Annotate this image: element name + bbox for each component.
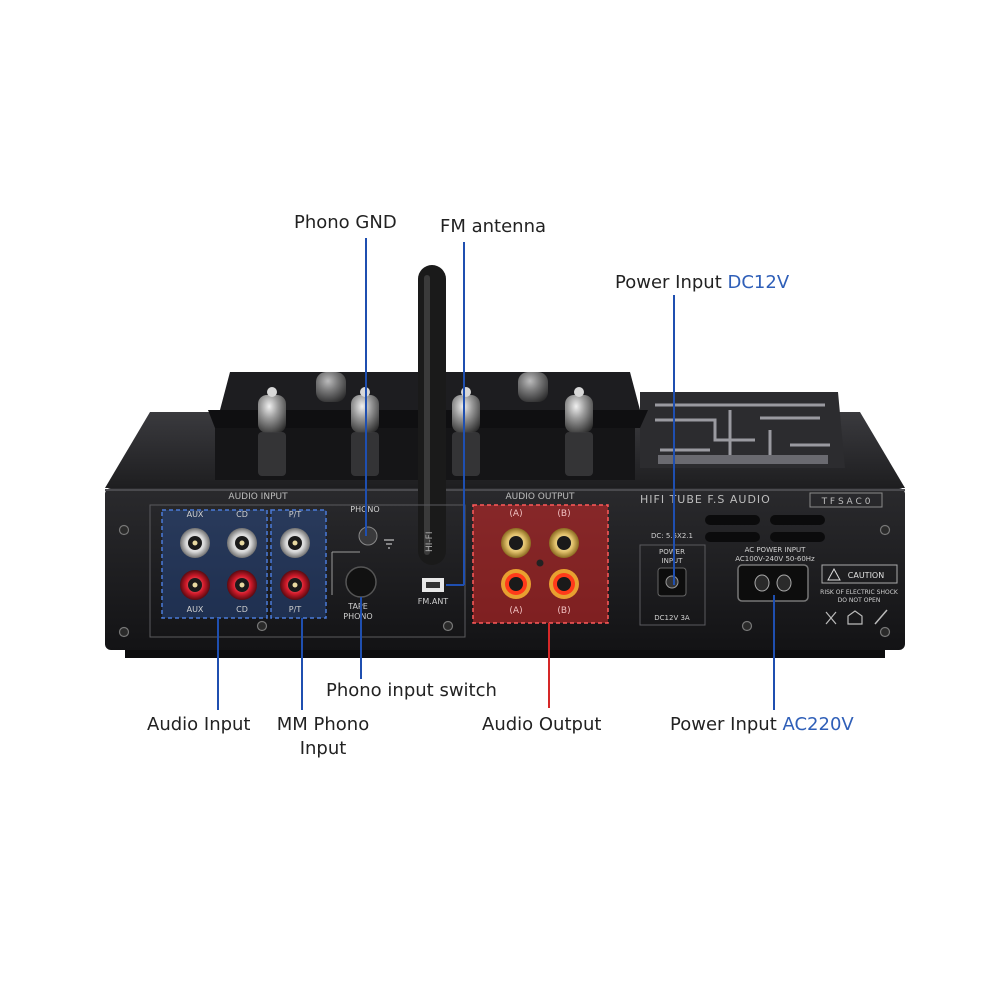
ac-spec-label: AC100V-240V 50-60Hz <box>735 555 815 563</box>
rca-out-b-bottom <box>549 569 579 599</box>
power-input-label-1: POWER <box>659 548 685 556</box>
vents <box>705 515 825 542</box>
audio-input-title: AUDIO INPUT <box>228 492 288 502</box>
rca-cd-left <box>227 528 257 558</box>
audio-input-block: AUDIO INPUT AUX CD P/T AUX CD P/T PHONO … <box>149 492 466 638</box>
antenna-label: HI-FI <box>425 531 435 552</box>
callout-power-ac-text: Power Input <box>670 714 783 735</box>
tape-label: TAPE <box>347 602 368 611</box>
leader-lines <box>217 238 775 710</box>
callout-power-dc-accent: DC12V <box>727 272 790 293</box>
callout-power-ac-accent: AC220V <box>782 714 854 735</box>
callout-audio-input: Audio Input <box>147 714 251 735</box>
model-text: T F S A C 0 <box>821 497 871 507</box>
audio-output-title: AUDIO OUTPUT <box>506 492 575 502</box>
rca-cd-right <box>227 570 257 600</box>
rca-out-a-bottom <box>501 569 531 599</box>
callout-mm-phono-line2: Input <box>299 738 347 759</box>
callout-mm-phono-line1: MM Phono <box>276 714 370 735</box>
fm-antenna-jack: FM.ANT <box>418 578 449 606</box>
rca-out-b-top <box>549 528 579 558</box>
cd-bottom-label: CD <box>236 605 248 614</box>
ac-power-block: AC POWER INPUT AC100V-240V 50-60Hz <box>735 546 815 602</box>
callout-phono-switch: Phono input switch <box>326 680 497 701</box>
dc-spec-label: DC: 5.5X2.1 <box>651 532 693 540</box>
phono-gnd-post <box>358 526 378 546</box>
rca-out-a-top <box>501 528 531 558</box>
pt-bottom-label: P/T <box>289 605 302 614</box>
warning-line-2: DO NOT OPEN <box>838 597 881 604</box>
callout-power-dc-text: Power Input <box>615 272 728 293</box>
cd-top-label: CD <box>236 510 248 519</box>
callout-phono-gnd: Phono GND <box>294 212 397 233</box>
rca-aux-right <box>180 570 210 600</box>
panel-screws <box>118 524 891 638</box>
out-b-top-label: (B) <box>557 509 570 519</box>
audio-input-highlight <box>161 509 268 619</box>
callout-power-ac: Power Input AC220V <box>670 713 854 737</box>
power-input-label-2: INPUT <box>662 557 684 565</box>
ac-label: AC POWER INPUT <box>745 546 807 554</box>
out-b-bottom-label: (B) <box>557 606 570 616</box>
circuit-board <box>640 392 845 468</box>
caution-label: CAUTION <box>848 571 884 580</box>
callout-power-dc: Power Input DC12V <box>615 271 789 295</box>
out-a-top-label: (A) <box>509 509 522 519</box>
callout-audio-output: Audio Output <box>482 714 602 735</box>
aux-bottom-label: AUX <box>187 605 204 614</box>
antenna: HI-FI <box>418 265 446 565</box>
aux-top-label: AUX <box>187 510 204 519</box>
mm-phono-highlight <box>270 509 327 619</box>
audio-output-block: AUDIO OUTPUT (A) (B) (A) (B) <box>472 492 609 624</box>
warning-line-1: RISK OF ELECTRIC SHOCK <box>820 589 899 596</box>
phono-switch-label: PHONO <box>343 612 372 621</box>
fm-ant-label: FM.ANT <box>418 597 449 606</box>
out-a-bottom-label: (A) <box>509 606 522 616</box>
callout-fm-antenna: FM antenna <box>440 216 547 237</box>
dc-rating-label: DC12V 3A <box>654 614 690 622</box>
panel-bottom-edge <box>125 650 885 658</box>
rca-aux-left <box>180 528 210 558</box>
brand-text: HIFI TUBE F.S AUDIO <box>640 493 771 506</box>
pt-top-label: P/T <box>289 510 302 519</box>
rca-phono-left <box>280 528 310 558</box>
phono-input-switch <box>345 566 377 598</box>
rca-phono-right <box>280 570 310 600</box>
caution-block: CAUTION RISK OF ELECTRIC SHOCK DO NOT OP… <box>820 564 899 625</box>
